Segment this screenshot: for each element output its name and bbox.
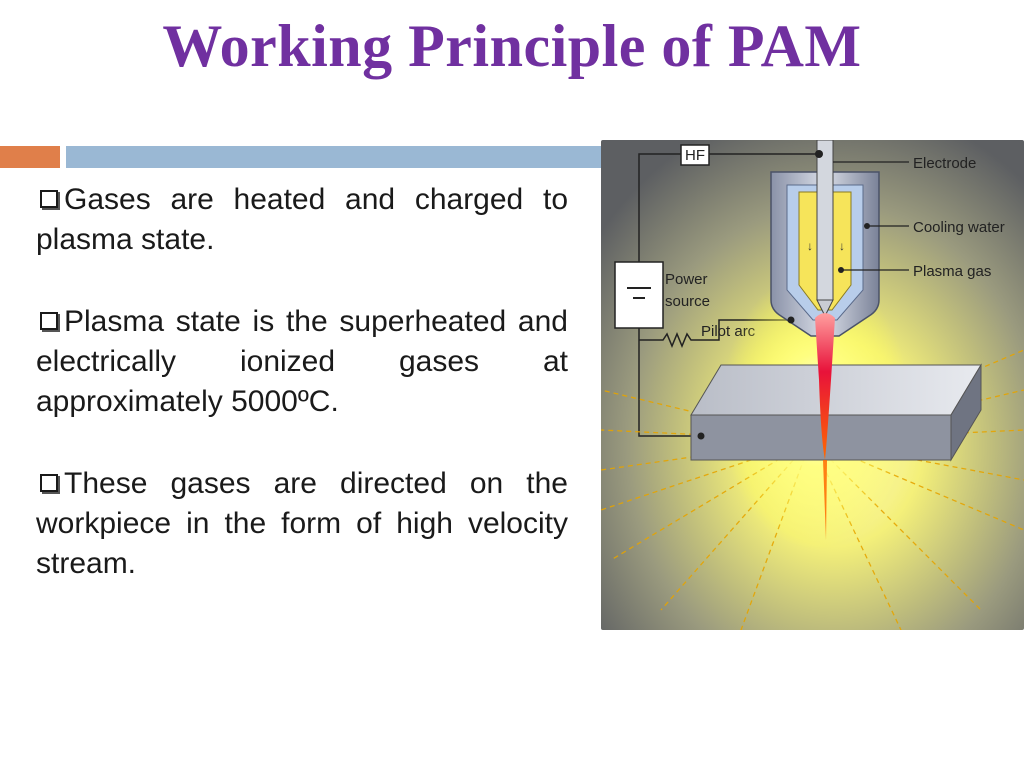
workpiece-top <box>690 364 982 416</box>
svg-text:↓: ↓ <box>839 239 845 253</box>
accent-bar-blue <box>66 146 602 168</box>
bullet-item: Plasma state is the superheated and elec… <box>36 302 568 422</box>
electrode <box>816 140 834 301</box>
accent-bar-orange <box>0 146 60 168</box>
checkbox-bullet-icon <box>40 474 58 493</box>
plasma-arc-diagram: HF Power source Pilot arc <box>601 140 1024 630</box>
electrode-label: Electrode <box>913 155 976 172</box>
hf-label: HF <box>685 147 705 164</box>
checkbox-bullet-icon <box>40 312 58 331</box>
workpiece-connection-dot <box>697 432 705 440</box>
workpiece-side <box>950 363 982 462</box>
power-label: Power <box>665 271 708 288</box>
bullet-text: Gases are heated and charged to plasma s… <box>36 183 568 256</box>
plasma-gas-label: Plasma gas <box>913 263 991 280</box>
svg-text:↓: ↓ <box>807 239 813 253</box>
power-source-box <box>614 261 664 329</box>
hf-box <box>680 144 710 166</box>
circuit-wires <box>638 153 819 437</box>
label-leaders <box>833 161 909 271</box>
bullet-text: These gases are directed on the workpiec… <box>36 467 568 580</box>
bullet-text: Plasma state is the superheated and elec… <box>36 305 568 418</box>
slide-title: Working Principle of PAM <box>162 13 862 79</box>
bullet-item: Gases are heated and charged to plasma s… <box>36 180 568 260</box>
source-label: source <box>665 293 710 310</box>
bullet-list: Gases are heated and charged to plasma s… <box>36 180 568 626</box>
plasma-jet <box>815 313 835 460</box>
electrode-connection-dot <box>815 150 823 158</box>
bullet-item: These gases are directed on the workpiec… <box>36 464 568 584</box>
checkbox-bullet-icon <box>40 190 58 209</box>
nozzle-connection-dot <box>787 316 795 324</box>
cooling-water-label: Cooling water <box>913 219 1005 236</box>
